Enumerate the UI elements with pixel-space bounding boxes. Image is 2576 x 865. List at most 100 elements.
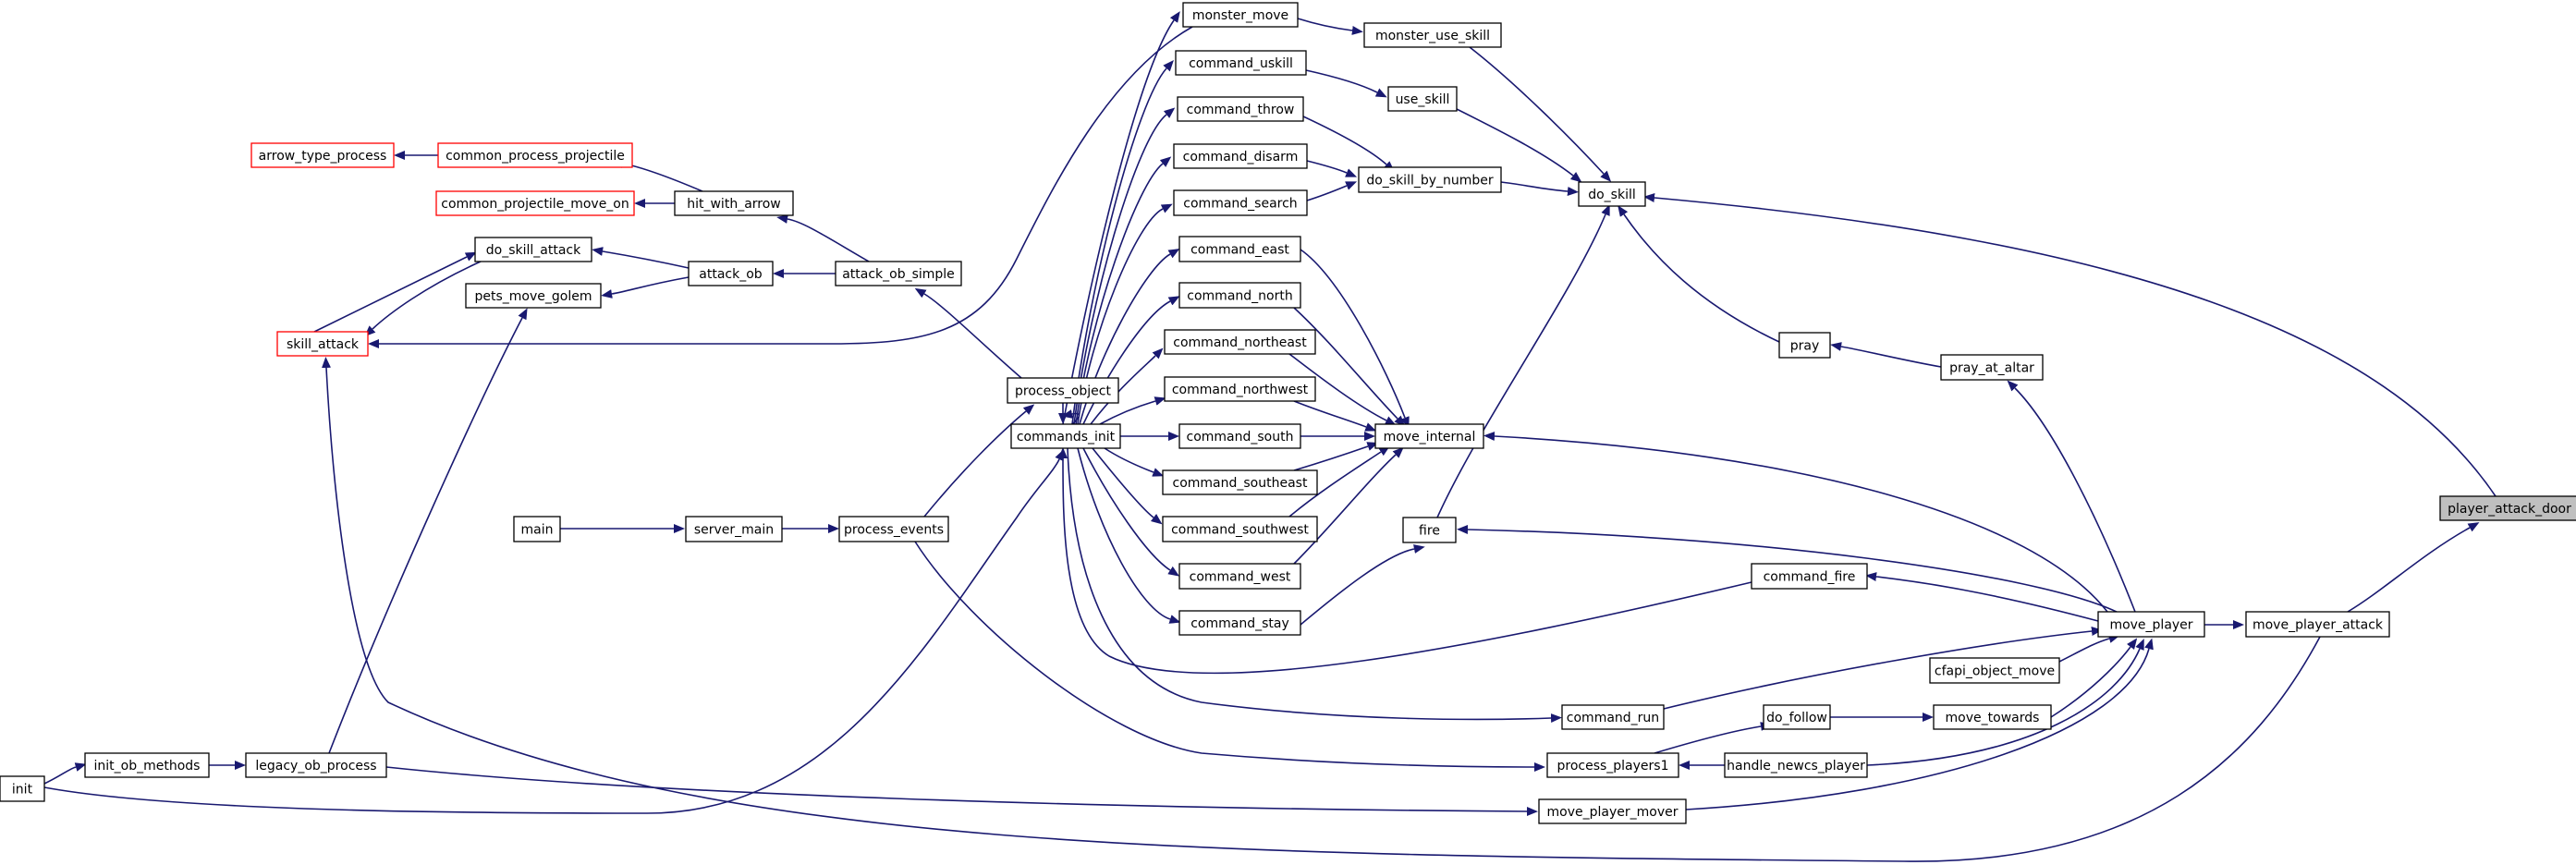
edge-move_player_attack-to-skill_attack [322, 357, 2321, 862]
edge-path [2007, 380, 2136, 613]
node-do-skill-attack[interactable]: do_skill_attack [474, 237, 592, 262]
node-command-northeast[interactable]: command_northeast [1164, 329, 1316, 355]
node-move-player-mover[interactable]: move_player_mover [1538, 798, 1687, 824]
node-server-main[interactable]: server_main [685, 516, 783, 542]
node-move-player[interactable]: move_player [2097, 611, 2205, 638]
edge-process_events-to-process_object [923, 404, 1035, 518]
node-command-southeast[interactable]: command_southeast [1162, 469, 1318, 495]
node-label: move_player_attack [2252, 618, 2384, 633]
node-box [1178, 423, 1301, 449]
node-label: move_player [2109, 618, 2192, 633]
edge-path [1077, 447, 1181, 624]
node-process-object[interactable]: process_object [1007, 377, 1119, 404]
edge-path [1082, 447, 1180, 577]
node-process-players1[interactable]: process_players1 [1546, 752, 1679, 778]
node-label: command_run [1567, 711, 1659, 725]
edge-move_player_attack-to-player_attack_door [2347, 522, 2480, 613]
node-move-internal[interactable]: move_internal [1374, 423, 1484, 449]
edge-player_attack_door-to-do_skill [1643, 193, 2497, 497]
node-command-disarm[interactable]: command_disarm [1173, 143, 1308, 169]
node-pets-move-golem[interactable]: pets_move_golem [465, 283, 602, 309]
edge-commands_init-to-command_stay [1077, 447, 1181, 624]
node-hit-with-arrow[interactable]: hit_with_arrow [674, 190, 794, 216]
node-pray[interactable]: pray [1778, 332, 1831, 359]
edge-do_skill_by_number-to-do_skill [1500, 181, 1579, 196]
edge-path [914, 287, 1022, 379]
node-box [513, 516, 561, 542]
node-command-search[interactable]: command_search [1173, 189, 1308, 216]
node-box [1007, 377, 1119, 404]
node-pray-at-altar[interactable]: pray_at_altar [1940, 354, 2044, 381]
node-move-player-attack[interactable]: move_player_attack [2245, 611, 2390, 638]
edge-process_players1-to-do_follow [1654, 722, 1772, 754]
node-box [1933, 704, 2052, 730]
node-skill-attack[interactable]: skill_attack [276, 331, 369, 357]
node-attack-ob[interactable]: attack_ob [688, 261, 774, 286]
edge-path [1302, 116, 1395, 173]
node-box [835, 261, 962, 286]
node-use-skill[interactable]: use_skill [1387, 86, 1458, 112]
edge-path [1643, 193, 2497, 497]
node-box [1182, 2, 1299, 28]
node-monster-use-skill[interactable]: monster_use_skill [1363, 22, 1502, 48]
node-box [474, 237, 592, 262]
node-box [1546, 752, 1679, 778]
node-label: cfapi_object_move [1935, 664, 2055, 679]
edge-command_run-to-move_player [1663, 627, 2103, 710]
node-command-stay[interactable]: command_stay [1178, 610, 1301, 636]
node-move-towards[interactable]: move_towards [1933, 704, 2052, 730]
node-label: init_ob_methods [94, 759, 201, 774]
node-label: command_uskill [1189, 56, 1293, 71]
node-monster-move[interactable]: monster_move [1182, 2, 1299, 28]
edge-path [1104, 447, 1165, 477]
node-box [674, 190, 794, 216]
node-box [1175, 50, 1307, 76]
node-box [1177, 96, 1304, 122]
node-command-south[interactable]: command_south [1178, 423, 1301, 449]
node-fire[interactable]: fire [1402, 517, 1457, 543]
node-command-east[interactable]: command_east [1178, 236, 1301, 262]
node-cfapi-object-move[interactable]: cfapi_object_move [1929, 657, 2060, 684]
edge-hit_with_arrow-to-common_process_projectile [612, 159, 703, 192]
node-player-attack-door[interactable]: player_attack_door [2439, 495, 2576, 521]
node-box [1173, 143, 1308, 169]
node-do-follow[interactable]: do_follow [1763, 704, 1831, 730]
edge-pray_at_altar-to-pray [1830, 342, 1942, 368]
edge-path [1293, 307, 1406, 427]
edge-handle_newcs_player-to-move_player [1866, 638, 2144, 766]
node-arrow-type-process[interactable]: arrow_type_process [250, 142, 395, 168]
node-command-run[interactable]: command_run [1561, 704, 1665, 730]
node-command-northwest[interactable]: command_northwest [1164, 376, 1316, 402]
node-command-north[interactable]: command_north [1178, 282, 1301, 309]
node-common-projectile-move-on[interactable]: common_projectile_move_on [435, 190, 635, 216]
node-label: monster_move [1192, 8, 1288, 23]
node-main[interactable]: main [513, 516, 561, 542]
edge-path [1456, 108, 1582, 183]
node-attack-ob-simple[interactable]: attack_ob_simple [835, 261, 962, 286]
node-box [838, 516, 949, 542]
edge-path [1830, 342, 1942, 368]
edge-path [2050, 638, 2138, 718]
node-command-southwest[interactable]: command_southwest [1162, 516, 1318, 542]
node-common-process-projectile[interactable]: common_process_projectile [437, 142, 633, 168]
node-command-uskill[interactable]: command_uskill [1175, 50, 1307, 76]
edge-path [1297, 18, 1363, 35]
node-process-events[interactable]: process_events [838, 516, 949, 542]
node-label: command_west [1190, 570, 1291, 585]
node-command-throw[interactable]: command_throw [1177, 96, 1304, 122]
node-commands-init[interactable]: commands_init [1010, 423, 1121, 449]
edge-move_player-to-fire [1457, 525, 2118, 613]
node-command-west[interactable]: command_west [1178, 563, 1301, 590]
node-handle-newcs-player[interactable]: handle_newcs_player [1724, 752, 1868, 778]
node-box [245, 752, 387, 778]
node-box [437, 142, 633, 168]
node-legacy-ob-process[interactable]: legacy_ob_process [245, 752, 387, 778]
node-init-ob-methods[interactable]: init_ob_methods [84, 752, 210, 778]
node-command-fire[interactable]: command_fire [1751, 563, 1868, 590]
node-do-skill[interactable]: do_skill [1578, 181, 1646, 207]
node-label: handle_newcs_player [1727, 759, 1865, 774]
edge-commands_init-to-command_northwest [1099, 396, 1166, 425]
edge-path [2347, 522, 2480, 613]
node-do-skill-by-number[interactable]: do_skill_by_number [1358, 166, 1502, 193]
node-init[interactable]: init [0, 775, 45, 802]
